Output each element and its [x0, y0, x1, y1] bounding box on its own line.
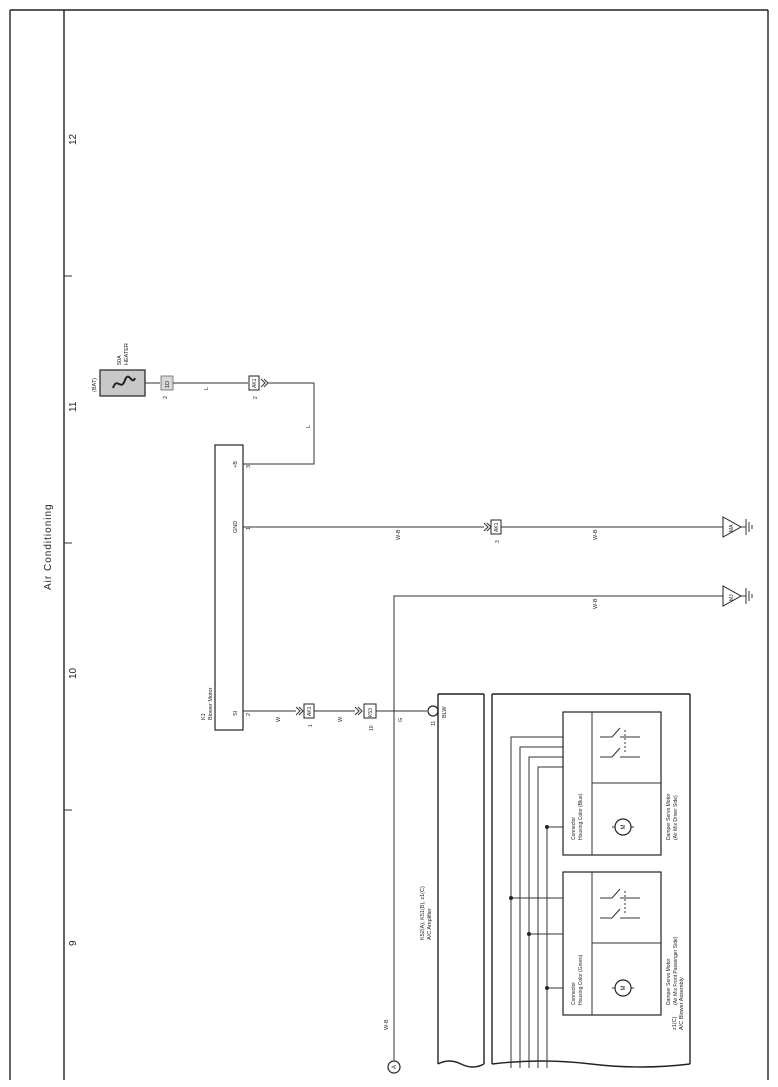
connector-ak1-bottom-pin: 1 — [308, 724, 314, 727]
grid-number-9: 9 — [68, 940, 79, 946]
fuse-heater: (BAT) 50A HEATER 2 1D — [92, 343, 174, 399]
amplifier-ids: K52(A), K51(B), z1(C) — [420, 886, 426, 940]
blower-motor-pin-plus-b: +B — [233, 461, 239, 468]
wire-label-w-2: W — [338, 716, 344, 722]
servo-driver-name-1: Damper Servo Motor — [666, 793, 672, 840]
terminal-blw — [427, 705, 439, 717]
ground-mj-label: MJ — [729, 594, 735, 601]
blower-motor-pin-num-3: 3 — [246, 465, 252, 468]
blower-motor-id: K1 — [201, 713, 207, 720]
connector-ak1-mid: AK1 3 — [483, 519, 502, 543]
amplifier-name: A/C Amplifier — [427, 908, 433, 940]
internal-wiring — [509, 736, 563, 1068]
servo-driver-connector-1: Connector — [571, 817, 577, 840]
servo-passenger-motor-label: M — [621, 986, 627, 991]
connector-ak1-bottom-code: AK1 — [307, 706, 313, 716]
wire-label-wb-2: W-B — [593, 529, 599, 540]
servo-passenger-connector-2: Housing Color (Green) — [578, 954, 584, 1005]
connector-k53-code: K53 — [368, 708, 374, 717]
blower-assembly-id: z1(C) — [672, 1016, 678, 1030]
fuse-rating: 50A — [117, 355, 123, 365]
wire-label-g: G — [398, 718, 404, 722]
blower-assembly-name: A/C Blower Assembly — [679, 977, 685, 1030]
wire-label-wb-1: W-B — [396, 529, 402, 540]
connector-k53: K53 10 — [354, 703, 377, 731]
servo-passenger-name-1: Damper Servo Motor — [666, 958, 672, 1005]
fuse-source: (BAT) — [92, 378, 98, 392]
blower-motor-pin-num-2: 2 — [246, 713, 252, 716]
blower-motor-pin-num-1: 1 — [246, 527, 252, 530]
servo-passenger-name-2: (Air Mix Front Passenger Side) — [673, 936, 679, 1005]
blower-motor: +B GND SI 3 1 2 K1 Blower Motor — [201, 444, 252, 731]
ac-blower-assembly: z1(C) A/C Blower Assembly — [491, 693, 691, 1068]
servo-passenger-side: Connector Housing Color (Green) Damper S… — [562, 871, 679, 1016]
servo-driver-motor-label: M — [621, 825, 627, 830]
offpage-label: A — [392, 1065, 398, 1069]
connector-ak1-top-code: AK1 — [252, 378, 258, 388]
servo-driver-connector-2: Housing Color (Blue) — [578, 793, 584, 840]
connector-ak1-bottom: AK1 1 — [295, 703, 315, 727]
blower-motor-name: Blower Motor — [208, 687, 214, 720]
fuse-pin: 2 — [163, 396, 169, 399]
page-title: Air Conditioning — [43, 503, 54, 590]
servo-driver-name-2: (Air Mix Driver Side) — [673, 795, 679, 840]
wire-label-wb-bottom: W-B — [384, 1019, 390, 1030]
fuse-connector: 1D — [165, 381, 171, 388]
connector-ak1-mid-pin: 3 — [495, 540, 501, 543]
connector-ak1-top: AK1 2 — [248, 375, 269, 399]
wire-label-wb-3: W-B — [593, 598, 599, 609]
offpage-connector-a: A — [387, 1060, 401, 1074]
grid-number-11: 11 — [68, 401, 79, 412]
grid-numbers: 12 11 10 9 — [68, 133, 79, 946]
amplifier-terminal: BLW — [442, 706, 448, 718]
wire-label-l-1: L — [204, 387, 210, 390]
amplifier-pin: 11 — [431, 721, 437, 726]
servo-driver-side: Connector Housing Color (Blue) Damper Se… — [562, 711, 679, 856]
fuse-name: HEATER — [124, 343, 130, 365]
connector-ak1-mid-code: AK1 — [494, 522, 500, 532]
connector-ak1-top-pin: 2 — [253, 396, 259, 399]
wire-label-w-1: W — [276, 716, 282, 722]
ground-ma-label: MA — [729, 524, 735, 532]
ac-amplifier: K52(A), K51(B), z1(C) A/C Amplifier — [420, 693, 485, 1068]
blower-motor-pin-gnd: GND — [233, 521, 239, 533]
fuse-icon — [112, 375, 136, 389]
grid-number-10: 10 — [68, 667, 79, 679]
page-frame — [9, 9, 769, 1080]
wire-label-l-2: L — [306, 425, 312, 428]
grid-number-12: 12 — [68, 133, 79, 145]
ground-mj: MJ — [722, 585, 753, 607]
blower-motor-pin-si: SI — [233, 710, 239, 716]
servo-passenger-connector-1: Connector — [571, 982, 577, 1005]
connector-k53-pin: 10 — [369, 725, 375, 731]
ground-ma: MA — [722, 516, 753, 538]
